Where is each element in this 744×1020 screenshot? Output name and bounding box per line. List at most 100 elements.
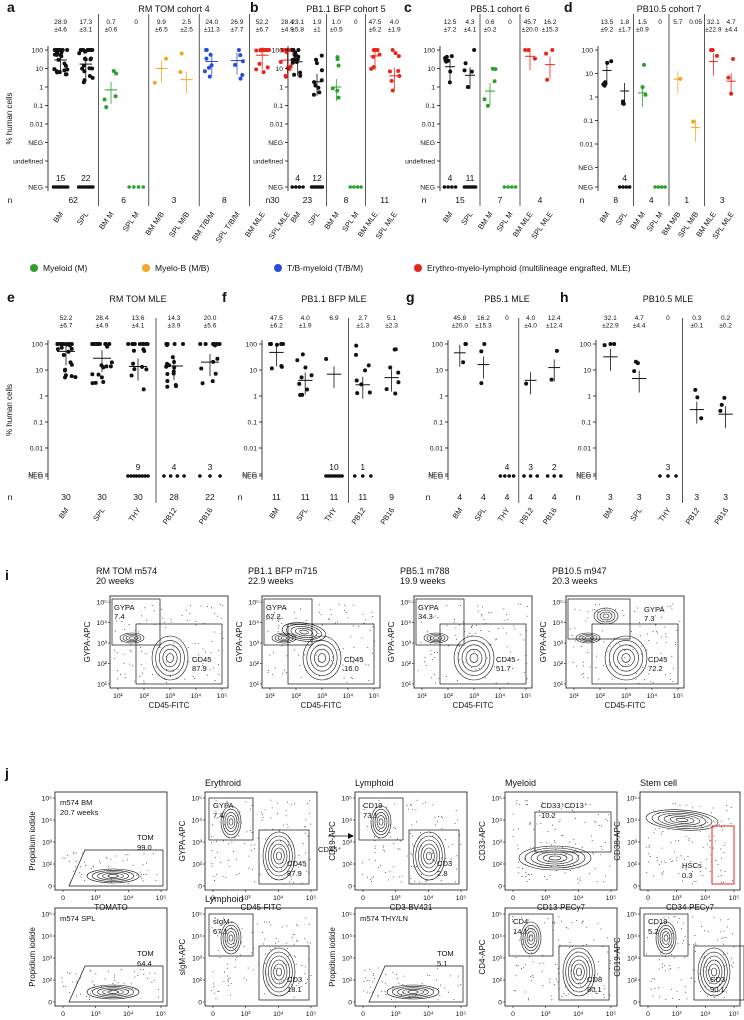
event-dot	[361, 637, 363, 639]
event-dot	[565, 807, 567, 809]
event-dot	[152, 673, 154, 675]
data-point	[392, 347, 397, 352]
event-dot	[342, 668, 344, 670]
event-dot	[440, 857, 442, 859]
event-dot	[394, 828, 396, 830]
y-tick-label: 10²	[492, 978, 503, 985]
flow-x-label: CD45-FITC	[605, 701, 646, 710]
event-dot	[506, 632, 508, 634]
mean-sem-label: 0.3±0.1	[690, 315, 703, 330]
event-dot	[453, 998, 455, 1000]
legend-label: T/B-myeloid (T/B/M)	[287, 263, 363, 273]
event-dot	[634, 611, 636, 613]
panel-letter: f	[222, 289, 227, 305]
event-dot	[120, 674, 122, 676]
event-dot	[553, 983, 555, 985]
event-dot	[646, 846, 648, 848]
x-tick-label: 10⁴	[700, 895, 711, 902]
event-dot	[720, 881, 722, 883]
contour-line	[162, 648, 178, 668]
event-dot	[399, 848, 401, 850]
event-dot	[361, 862, 363, 864]
neg-point	[656, 185, 661, 189]
y-tick-label: 10	[427, 66, 435, 73]
event-dot	[284, 669, 286, 671]
event-dot	[432, 835, 434, 837]
event-dot	[227, 975, 229, 977]
contour-line	[125, 635, 139, 641]
contour-line	[273, 963, 285, 981]
mean-sem-label: 6.9	[329, 315, 338, 322]
event-dot	[520, 967, 522, 969]
event-dot	[516, 803, 518, 805]
event-dot	[285, 607, 287, 609]
event-dot	[410, 852, 412, 854]
event-dot	[437, 821, 439, 823]
event-dot	[157, 996, 159, 998]
event-dot	[66, 971, 68, 973]
event-dot	[526, 800, 528, 802]
event-dot	[587, 617, 589, 619]
event-dot	[278, 618, 280, 620]
y-tick-label: 10	[35, 66, 43, 73]
event-dot	[145, 873, 147, 875]
event-dot	[223, 812, 225, 814]
event-dot	[656, 856, 658, 858]
data-point	[82, 56, 87, 61]
x-tick-label: 10⁵	[306, 1011, 317, 1018]
x-category-label: SPL	[75, 210, 91, 227]
event-dot	[550, 995, 552, 997]
event-dot	[261, 819, 263, 821]
event-dot	[113, 974, 115, 976]
event-dot	[248, 867, 250, 869]
event-dot	[143, 667, 145, 669]
event-dot	[557, 981, 559, 983]
event-dot	[293, 996, 295, 998]
event-dot	[124, 677, 126, 679]
event-dot	[608, 664, 610, 666]
event-dot	[231, 927, 233, 929]
event-dot	[706, 817, 708, 819]
event-dot	[125, 854, 127, 856]
event-dot	[375, 845, 377, 847]
event-dot	[367, 876, 369, 878]
event-dot	[579, 985, 581, 987]
mean-sem-label: 52.2±6.7	[60, 315, 73, 330]
event-dot	[80, 866, 82, 868]
data-point	[108, 364, 113, 369]
event-dot	[343, 669, 345, 671]
event-dot	[512, 918, 514, 920]
event-dot	[533, 829, 535, 831]
event-dot	[725, 991, 727, 993]
event-dot	[695, 881, 697, 883]
event-dot	[372, 972, 374, 974]
event-dot	[294, 803, 296, 805]
data-point	[254, 67, 259, 72]
data-point	[258, 48, 263, 52]
contour-line	[420, 843, 438, 869]
x-tick-label: 10³	[91, 895, 102, 902]
x-tick-label: 0	[646, 1011, 650, 1018]
x-tick-label: 10³	[241, 895, 252, 902]
event-dot	[579, 981, 581, 983]
event-dot	[238, 872, 240, 874]
contour-line	[530, 849, 580, 867]
event-dot	[228, 865, 230, 867]
y-tick-label: 10³	[553, 641, 564, 648]
contour-line	[578, 633, 598, 643]
data-point	[87, 48, 92, 52]
event-dot	[410, 804, 412, 806]
data-point	[111, 68, 116, 73]
event-dot	[654, 828, 656, 830]
event-dot	[226, 800, 228, 802]
panel-letter: i	[5, 567, 9, 583]
neg-count: 11	[466, 173, 475, 183]
contour-line	[418, 839, 440, 873]
event-dot	[598, 824, 600, 826]
event-dot	[392, 985, 394, 987]
event-dot	[406, 855, 408, 857]
event-dot	[724, 842, 726, 844]
event-dot	[659, 996, 661, 998]
flow-x-label: CD45-FITC	[149, 701, 190, 710]
